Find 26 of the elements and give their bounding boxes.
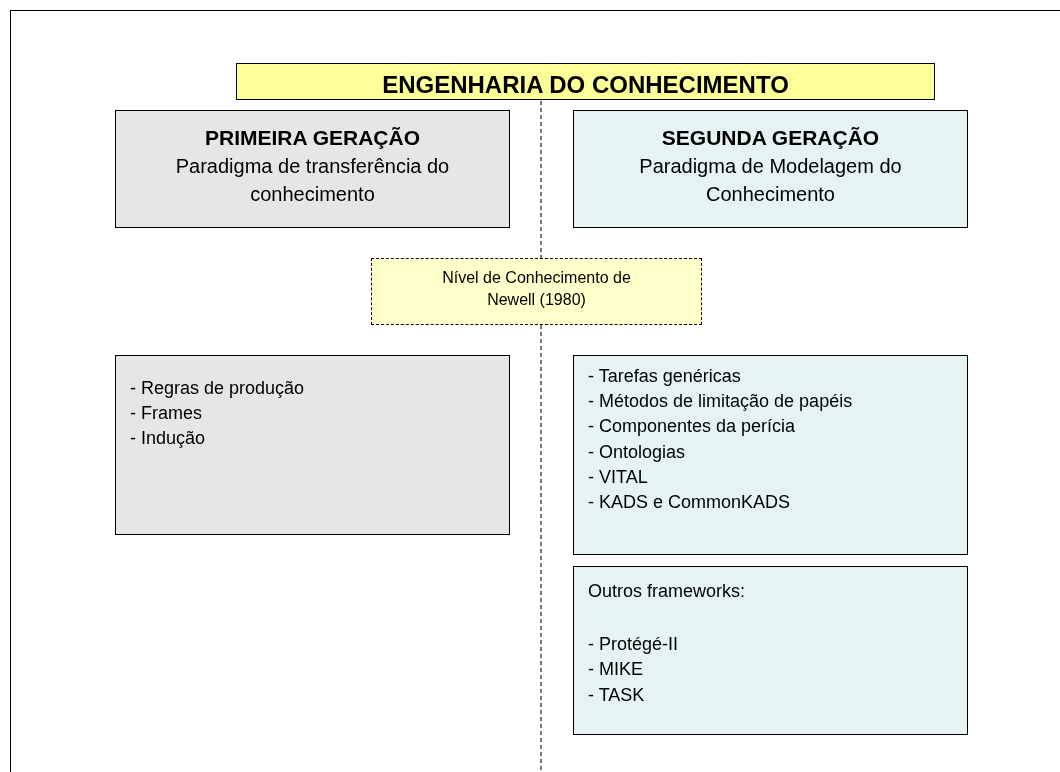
list-item: - MIKE	[588, 658, 644, 682]
dashed-note-box	[371, 258, 702, 325]
list-item: - TASK	[588, 683, 646, 707]
generation-box	[573, 110, 968, 228]
title-banner	[236, 63, 935, 100]
list-item: - Ontologias	[588, 440, 687, 464]
box-heading: PRIMEIRA GERAÇÃO	[203, 125, 422, 151]
list-item: - Regras de produção	[130, 377, 306, 400]
list-box	[573, 566, 968, 735]
generation-box	[115, 110, 510, 228]
list-box	[573, 355, 968, 555]
list-item: - Componentes da perícia	[588, 415, 797, 439]
note-text: Nível de Conhecimento de Newell (1980)	[441, 268, 632, 311]
list-box	[115, 355, 510, 535]
list-item: - Protégé-II	[588, 633, 680, 657]
list-item: - VITAL	[588, 465, 649, 489]
list-item: - Métodos de limitação de papéis	[588, 390, 854, 414]
list-item: - Indução	[130, 427, 207, 451]
list-item: Outros frameworks:	[588, 580, 747, 603]
box-text: Paradigma de Modelagem do Conhecimento	[638, 154, 903, 208]
box-heading: SEGUNDA GERAÇÃO	[660, 125, 881, 151]
title-text: ENGENHARIA DO CONHECIMENTO	[381, 70, 790, 100]
list-item: - KADS e CommonKADS	[588, 490, 792, 514]
list-item: - Tarefas genéricas	[588, 365, 742, 388]
box-text: Paradigma de transferência do conhecimento	[174, 154, 451, 208]
list-item: - Frames	[130, 402, 203, 426]
